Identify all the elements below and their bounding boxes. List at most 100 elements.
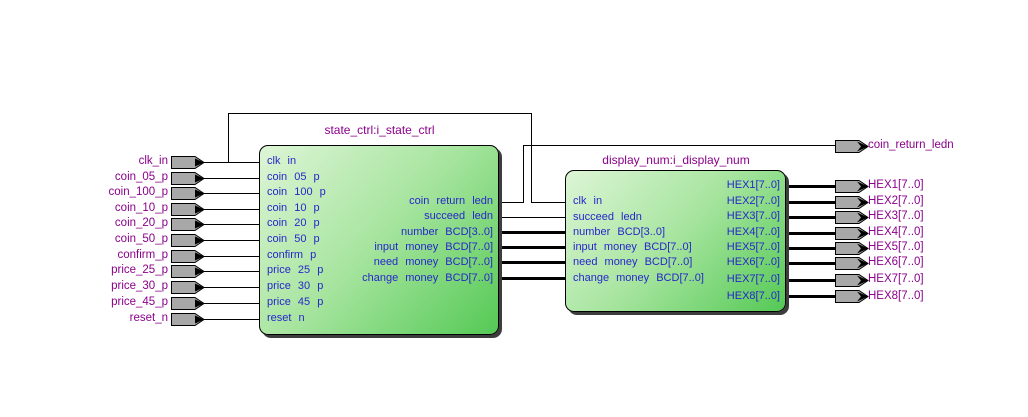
output-pin-icon[interactable]: [835, 290, 869, 303]
bus-hex1: [786, 185, 836, 188]
wire-succeed-ledn: [500, 217, 566, 218]
input-pin-icon[interactable]: [171, 297, 205, 310]
input-pin-icon[interactable]: [171, 203, 205, 216]
input-pin-icon[interactable]: [171, 187, 205, 200]
module-block-state-ctrl[interactable]: [259, 145, 499, 335]
bus-hex8: [786, 295, 836, 298]
wire: [204, 303, 259, 304]
port-label: succeed ledn: [424, 210, 493, 222]
input-pin-label: clk_in: [138, 155, 168, 167]
wire: [204, 256, 259, 257]
output-pin-label: HEX7[7..0]: [868, 273, 924, 285]
input-pin-label: coin_05_p: [114, 171, 168, 183]
wire: [204, 319, 259, 320]
port-label: coin 10 p: [267, 202, 320, 214]
bus-change-money: [500, 277, 566, 280]
output-pin-icon[interactable]: [835, 211, 869, 224]
wire: [204, 193, 259, 194]
output-pin-label: HEX5[7..0]: [868, 241, 924, 253]
output-pin-label: HEX8[7..0]: [868, 290, 924, 302]
bus-hex3: [786, 216, 836, 219]
port-label: number BCD[3..0]: [573, 226, 666, 238]
bus-number-bcd: [500, 231, 566, 234]
output-pin-icon[interactable]: [835, 242, 869, 255]
port-label: coin 20 p: [267, 217, 320, 229]
port-label: reset n: [267, 312, 305, 324]
input-pin-icon[interactable]: [171, 156, 205, 169]
output-pin-label: HEX3[7..0]: [868, 210, 924, 222]
output-pin-icon[interactable]: [835, 227, 869, 240]
wire-clk-top: [228, 113, 532, 114]
port-label: HEX6[7..0]: [726, 256, 780, 268]
output-pin-icon[interactable]: [835, 140, 869, 153]
input-pin-label: confirm_p: [117, 249, 169, 261]
wire-coin-return: [523, 145, 836, 146]
port-label: need money BCD[7..0]: [573, 256, 693, 268]
wire: [204, 209, 259, 210]
output-pin-label: HEX2[7..0]: [868, 195, 924, 207]
wire: [204, 271, 259, 272]
port-label: change money BCD[7..0]: [573, 272, 704, 284]
port-label: HEX4[7..0]: [726, 226, 780, 238]
output-pin-label: HEX4[7..0]: [868, 226, 924, 238]
bus-need-money: [500, 261, 566, 264]
port-label: clk in: [573, 195, 603, 207]
input-pin-icon[interactable]: [171, 313, 205, 326]
port-label: input money BCD[7..0]: [573, 241, 692, 253]
module-block-display-num[interactable]: [565, 170, 786, 312]
port-label: coin 05 p: [267, 171, 320, 183]
bus-hex2: [786, 201, 836, 204]
output-pin-icon[interactable]: [835, 180, 869, 193]
port-label: need money BCD[7..0]: [373, 256, 493, 268]
input-pin-label: price_25_p: [111, 264, 168, 276]
port-label: confirm p: [267, 249, 317, 261]
input-pin-icon[interactable]: [171, 281, 205, 294]
port-label: number BCD[3..0]: [400, 226, 493, 238]
wire-coin-return: [523, 145, 524, 203]
input-pin-icon[interactable]: [171, 265, 205, 278]
output-pin-label: HEX1[7..0]: [868, 179, 924, 191]
input-pin-icon[interactable]: [171, 234, 205, 247]
port-label: clk in: [267, 155, 297, 167]
input-pin-icon[interactable]: [171, 218, 205, 231]
input-pin-label: price_30_p: [111, 280, 168, 292]
wire: [204, 287, 259, 288]
port-label: coin 100 p: [267, 186, 326, 198]
port-label: price 45 p: [267, 296, 324, 308]
port-label: HEX7[7..0]: [726, 273, 780, 285]
bus-hex7: [786, 279, 836, 282]
port-label: HEX2[7..0]: [726, 195, 780, 207]
port-label: succeed ledn: [573, 211, 642, 223]
port-label: change money BCD[7..0]: [362, 272, 493, 284]
input-pin-label: coin_50_p: [114, 233, 168, 245]
port-label: coin 50 p: [267, 233, 320, 245]
wire-clk-in: [531, 202, 565, 203]
port-label: HEX1[7..0]: [726, 179, 780, 191]
port-label: coin return ledn: [409, 195, 493, 207]
bus-input-money: [500, 246, 566, 249]
bus-hex4: [786, 232, 836, 235]
port-label: HEX8[7..0]: [726, 290, 780, 302]
wire: [204, 162, 259, 163]
input-pin-label: coin_100_p: [108, 186, 168, 198]
output-pin-label: coin_return_ledn: [868, 139, 954, 151]
output-pin-icon[interactable]: [835, 274, 869, 287]
input-pin-label: price_45_p: [111, 296, 168, 308]
bus-hex5: [786, 247, 836, 250]
input-pin-icon[interactable]: [171, 250, 205, 263]
block-title-display-num: display_num:i_display_num: [602, 153, 750, 167]
input-pin-icon[interactable]: [171, 172, 205, 185]
wire: [204, 240, 259, 241]
wire-clk-branch: [228, 113, 229, 163]
input-pin-label: reset_n: [129, 312, 168, 324]
bus-hex6: [786, 262, 836, 265]
output-pin-icon[interactable]: [835, 196, 869, 209]
port-label: price 30 p: [267, 280, 324, 292]
output-pin-label: HEX6[7..0]: [868, 256, 924, 268]
wire-clk-drop: [531, 113, 532, 203]
port-label: input money BCD[7..0]: [374, 241, 493, 253]
wire: [204, 224, 259, 225]
output-pin-icon[interactable]: [835, 257, 869, 270]
port-label: HEX3[7..0]: [726, 210, 780, 222]
